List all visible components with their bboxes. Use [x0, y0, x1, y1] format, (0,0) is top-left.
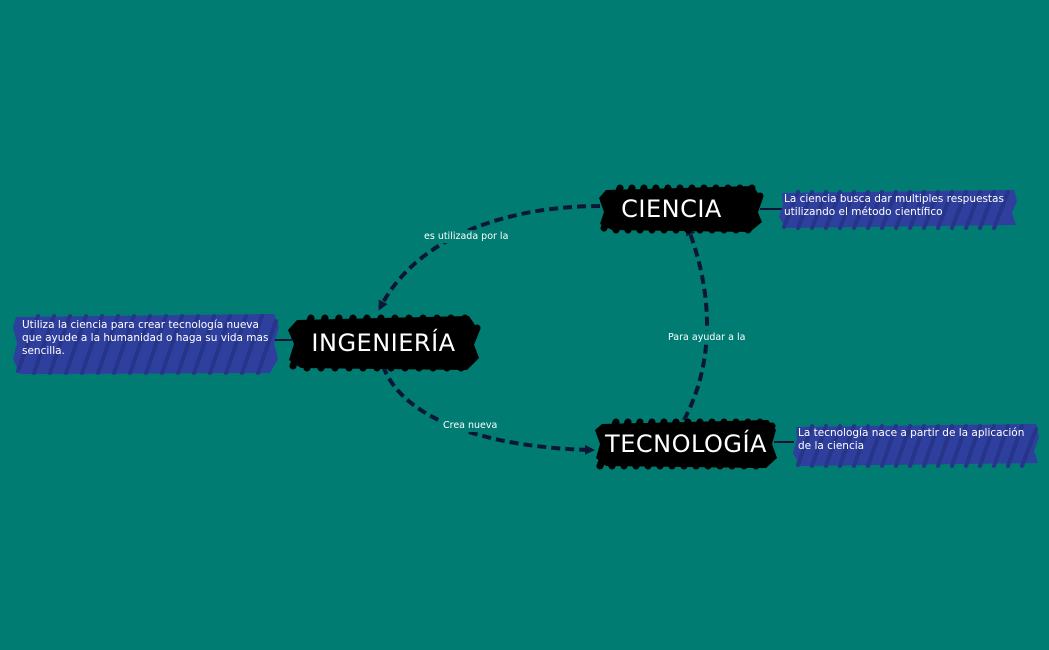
node-ciencia[interactable]: CIENCIA: [598, 184, 764, 234]
note-scribble-background: [13, 314, 279, 375]
node-scribble-background: [599, 184, 764, 234]
note-text: La tecnología nace a partir de la aplica…: [798, 427, 1025, 452]
edge-label-ingenieria-tecnologia: Crea nueva: [440, 419, 501, 432]
edge-ingenieria-tecnologia: [381, 365, 595, 455]
edge-tecnologia-ciencia: [682, 225, 709, 421]
note-ingenieria[interactable]: Utiliza la ciencia para crear tecnología…: [12, 313, 280, 375]
note-text: La ciencia busca dar multiples respuesta…: [784, 193, 1004, 218]
note-scribble-background: [779, 190, 1017, 230]
edge-label-tecnologia-ciencia: Para ayudar a la: [665, 331, 749, 344]
node-label: CIENCIA: [621, 195, 722, 223]
node-tecnologia[interactable]: TECNOLOGÍA: [594, 418, 778, 470]
node-scribble-background: [595, 418, 777, 470]
node-label: INGENIERÍA: [311, 329, 456, 357]
note-ciencia[interactable]: La ciencia busca dar multiples respuesta…: [778, 189, 1018, 230]
note-scribble-background: [793, 424, 1039, 468]
node-scribble-background: [288, 314, 481, 372]
note-text: Utiliza la ciencia para crear tecnología…: [22, 319, 269, 357]
edge-label-ciencia-ingenieria: es utilizada por la: [421, 230, 512, 243]
node-ingenieria[interactable]: INGENIERÍA: [287, 314, 481, 372]
edge-ciencia-ingenieria: [378, 204, 601, 311]
node-label: TECNOLOGÍA: [605, 430, 767, 458]
note-tecnologia[interactable]: La tecnología nace a partir de la aplica…: [792, 423, 1040, 468]
